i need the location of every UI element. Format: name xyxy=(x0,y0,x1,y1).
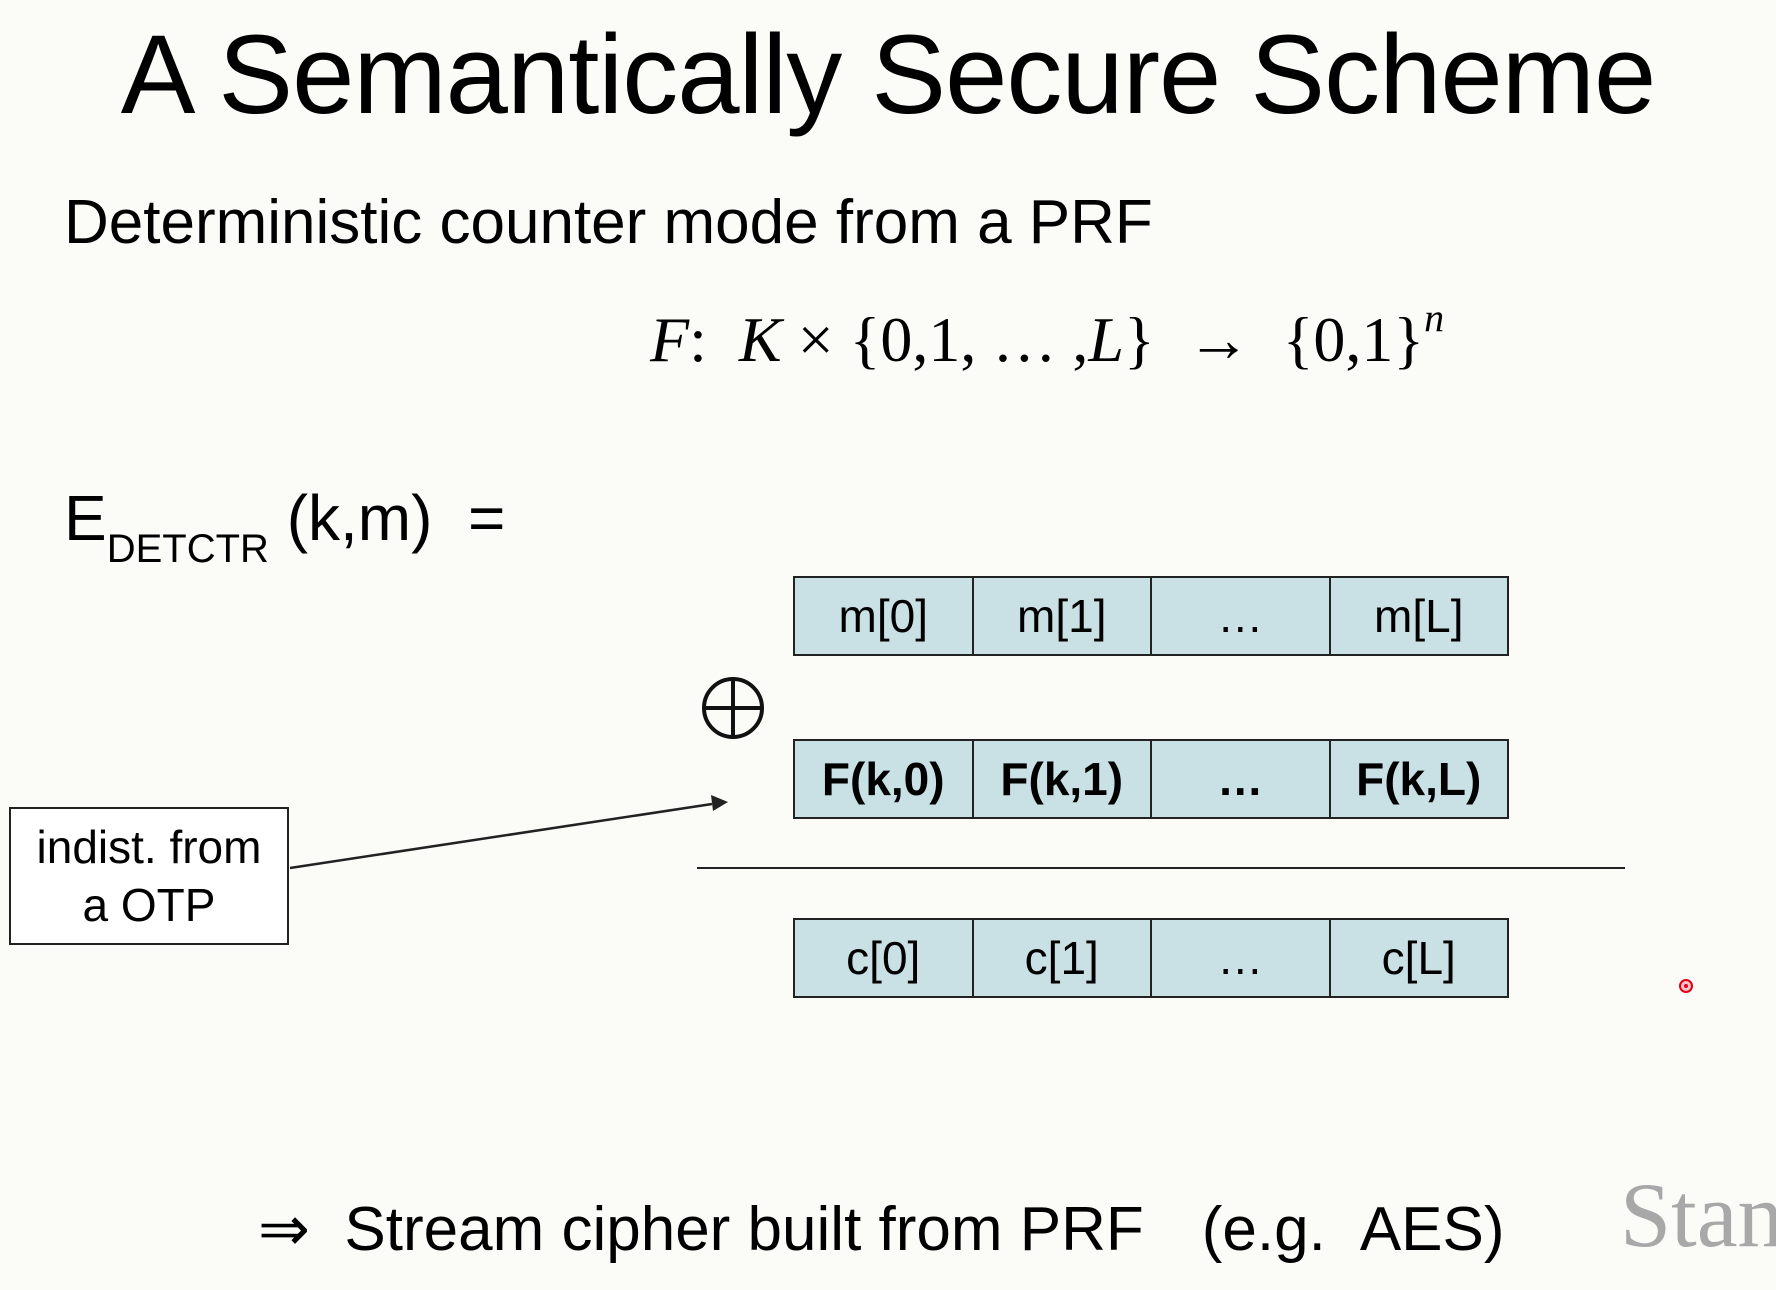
laser-pointer-icon xyxy=(1679,979,1693,993)
prf-block: F(k,1) xyxy=(973,741,1152,817)
message-blocks-row: m[0] m[1] … m[L] xyxy=(793,576,1509,656)
encryption-subscript: DETCTR xyxy=(106,527,269,571)
cipher-block: c[0] xyxy=(795,920,974,996)
formula-k: K xyxy=(738,304,782,375)
formula-times: × xyxy=(797,304,834,375)
message-block: m[0] xyxy=(795,578,974,654)
cipher-block: … xyxy=(1152,920,1331,996)
message-block: m[1] xyxy=(973,578,1152,654)
conclusion-example-cipher: AES) xyxy=(1359,1195,1505,1264)
conclusion-text: Stream cipher built from PRF xyxy=(344,1195,1144,1264)
message-block: … xyxy=(1152,578,1331,654)
encryption-definition: EDETCTR (k,m) = xyxy=(64,478,506,571)
formula-domain-open: {0,1, … , xyxy=(849,304,1089,375)
watermark-logo: Stan xyxy=(1620,1164,1776,1266)
cipher-block: c[L] xyxy=(1330,920,1507,996)
prf-block: F(k,L) xyxy=(1330,741,1507,817)
encryption-equals: = xyxy=(467,482,506,554)
prf-block: F(k,0) xyxy=(795,741,974,817)
otp-annotation-line2: a OTP xyxy=(82,879,216,931)
sum-divider-line xyxy=(697,867,1625,869)
formula-arrow: → xyxy=(1186,304,1251,375)
formula-range: {0,1} xyxy=(1282,304,1425,375)
prf-signature: F: K × {0,1, … ,L} → {0,1}n xyxy=(650,298,1444,380)
otp-annotation-line1: indist. from xyxy=(36,821,262,873)
encryption-args: (k,m) xyxy=(286,482,433,554)
slide-subtitle: Deterministic counter mode from a PRF xyxy=(64,188,1153,257)
cipher-blocks-row: c[0] c[1] … c[L] xyxy=(793,918,1509,998)
message-block: m[L] xyxy=(1330,578,1507,654)
formula-exponent: n xyxy=(1424,295,1445,340)
xor-plus-icon xyxy=(702,677,764,739)
implies-icon: ⇒ xyxy=(258,1195,310,1264)
prf-blocks-row: F(k,0) F(k,1) … F(k,L) xyxy=(793,739,1509,819)
encryption-e: E xyxy=(64,482,107,554)
cipher-block: c[1] xyxy=(973,920,1152,996)
slide-title: A Semantically Secure Scheme xyxy=(120,12,1657,137)
conclusion-line: ⇒ Stream cipher built from PRF (e.g. AES) xyxy=(258,1190,1505,1270)
formula-l: L xyxy=(1088,304,1124,375)
formula-f: F xyxy=(650,304,690,375)
formula-domain-close: } xyxy=(1123,304,1155,375)
prf-block: … xyxy=(1152,741,1331,817)
otp-annotation-box: indist. from a OTP xyxy=(9,807,289,945)
conclusion-example: (e.g. xyxy=(1201,1195,1326,1264)
formula-colon: : xyxy=(689,304,707,375)
